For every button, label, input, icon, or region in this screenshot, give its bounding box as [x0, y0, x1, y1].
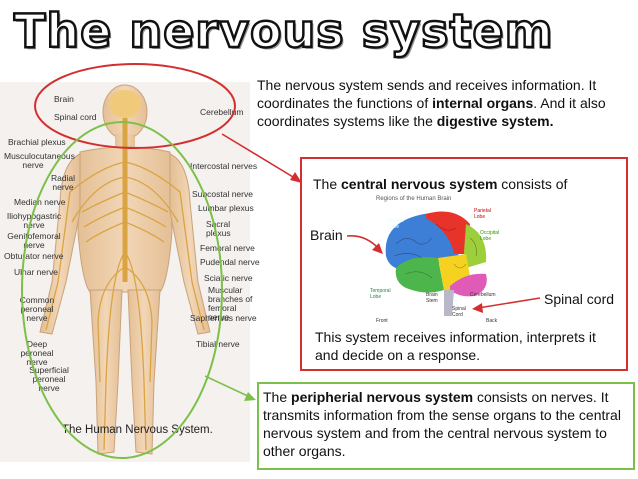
- diagram-parietal: Parietal Lobe: [474, 208, 491, 220]
- label-sciatic: Sciatic nerve: [204, 273, 253, 283]
- diagram-brainstem: Brain Stem: [426, 292, 438, 304]
- diagram-front: Front: [376, 318, 388, 324]
- label-lumbar-plexus: Lumbar plexus: [198, 203, 254, 213]
- pns-box: [257, 382, 635, 470]
- cns-description: This system receives information, interp…: [315, 329, 596, 363]
- figure-caption: The Human Nervous System.: [62, 424, 213, 436]
- diagram-frontal: Frontal Lobe: [388, 218, 404, 230]
- page-title: The nervous system: [13, 3, 554, 60]
- diagram-occipital: Occipital Lobe: [480, 230, 500, 242]
- label-femoral: Femoral nerve: [200, 243, 255, 253]
- label-sacral-plexus: Sacral plexus: [206, 219, 231, 238]
- label-brachial-plexus: Brachial plexus: [8, 137, 66, 147]
- pns-text: The peripherial nervous system consists …: [263, 389, 621, 459]
- diagram-cerebellum: Cerebellum: [470, 292, 496, 298]
- brain-label: Brain: [310, 227, 343, 243]
- label-genitofemoral: Genitofemoral nerve: [7, 231, 61, 250]
- spinal-cord-label: Spinal cord: [544, 291, 615, 307]
- brain-diagram-title: Regions of the Human Brain: [376, 196, 452, 202]
- label-ulnar: Ulnar nerve: [14, 267, 58, 277]
- label-common-peroneal: Common peroneal nerve: [19, 295, 55, 323]
- cns-box: [300, 157, 628, 371]
- label-obturator: Obturator nerve: [4, 251, 64, 261]
- label-deep-peroneal: Deep peroneal nerve: [20, 339, 54, 367]
- label-saphenous: Saphenous nerve: [190, 313, 257, 323]
- label-median: Median nerve: [14, 197, 66, 207]
- label-cerebellum: Cerebellum: [200, 107, 244, 117]
- brain-illustration: [385, 211, 487, 316]
- diagram-back: Back: [486, 318, 498, 324]
- label-brain: Brain: [54, 94, 74, 104]
- diagram-temporal: Temporal Lobe: [370, 288, 391, 300]
- label-tibial: Tibial nerve: [196, 339, 240, 349]
- label-superficial-peroneal: Superficial peroneal nerve: [29, 365, 69, 393]
- intro-bold-digestive: digestive system.: [436, 113, 554, 129]
- intro-bold-organs: internal organs: [432, 95, 534, 111]
- label-musculocutaneous: Musculocutaneous nerve: [4, 151, 75, 170]
- label-subcostal: Subcostal nerve: [192, 189, 253, 199]
- label-radial: Radial nerve: [50, 173, 76, 192]
- cns-heading: The central nervous system consists of: [313, 176, 568, 192]
- intro-text: The nervous system sends and receives in…: [257, 77, 606, 129]
- label-spinal-cord: Spinal cord: [54, 112, 97, 122]
- label-iliohypogastric: Iliohypogastric nerve: [6, 211, 62, 230]
- label-intercostal: Intercostal nerves: [190, 161, 258, 171]
- brain-diagram: Regions of the Human Brain Frontal Lobe …: [366, 194, 506, 324]
- diagram-spinal: Spinal Cord: [452, 306, 466, 318]
- label-pudendal: Pudendal nerve: [200, 257, 260, 267]
